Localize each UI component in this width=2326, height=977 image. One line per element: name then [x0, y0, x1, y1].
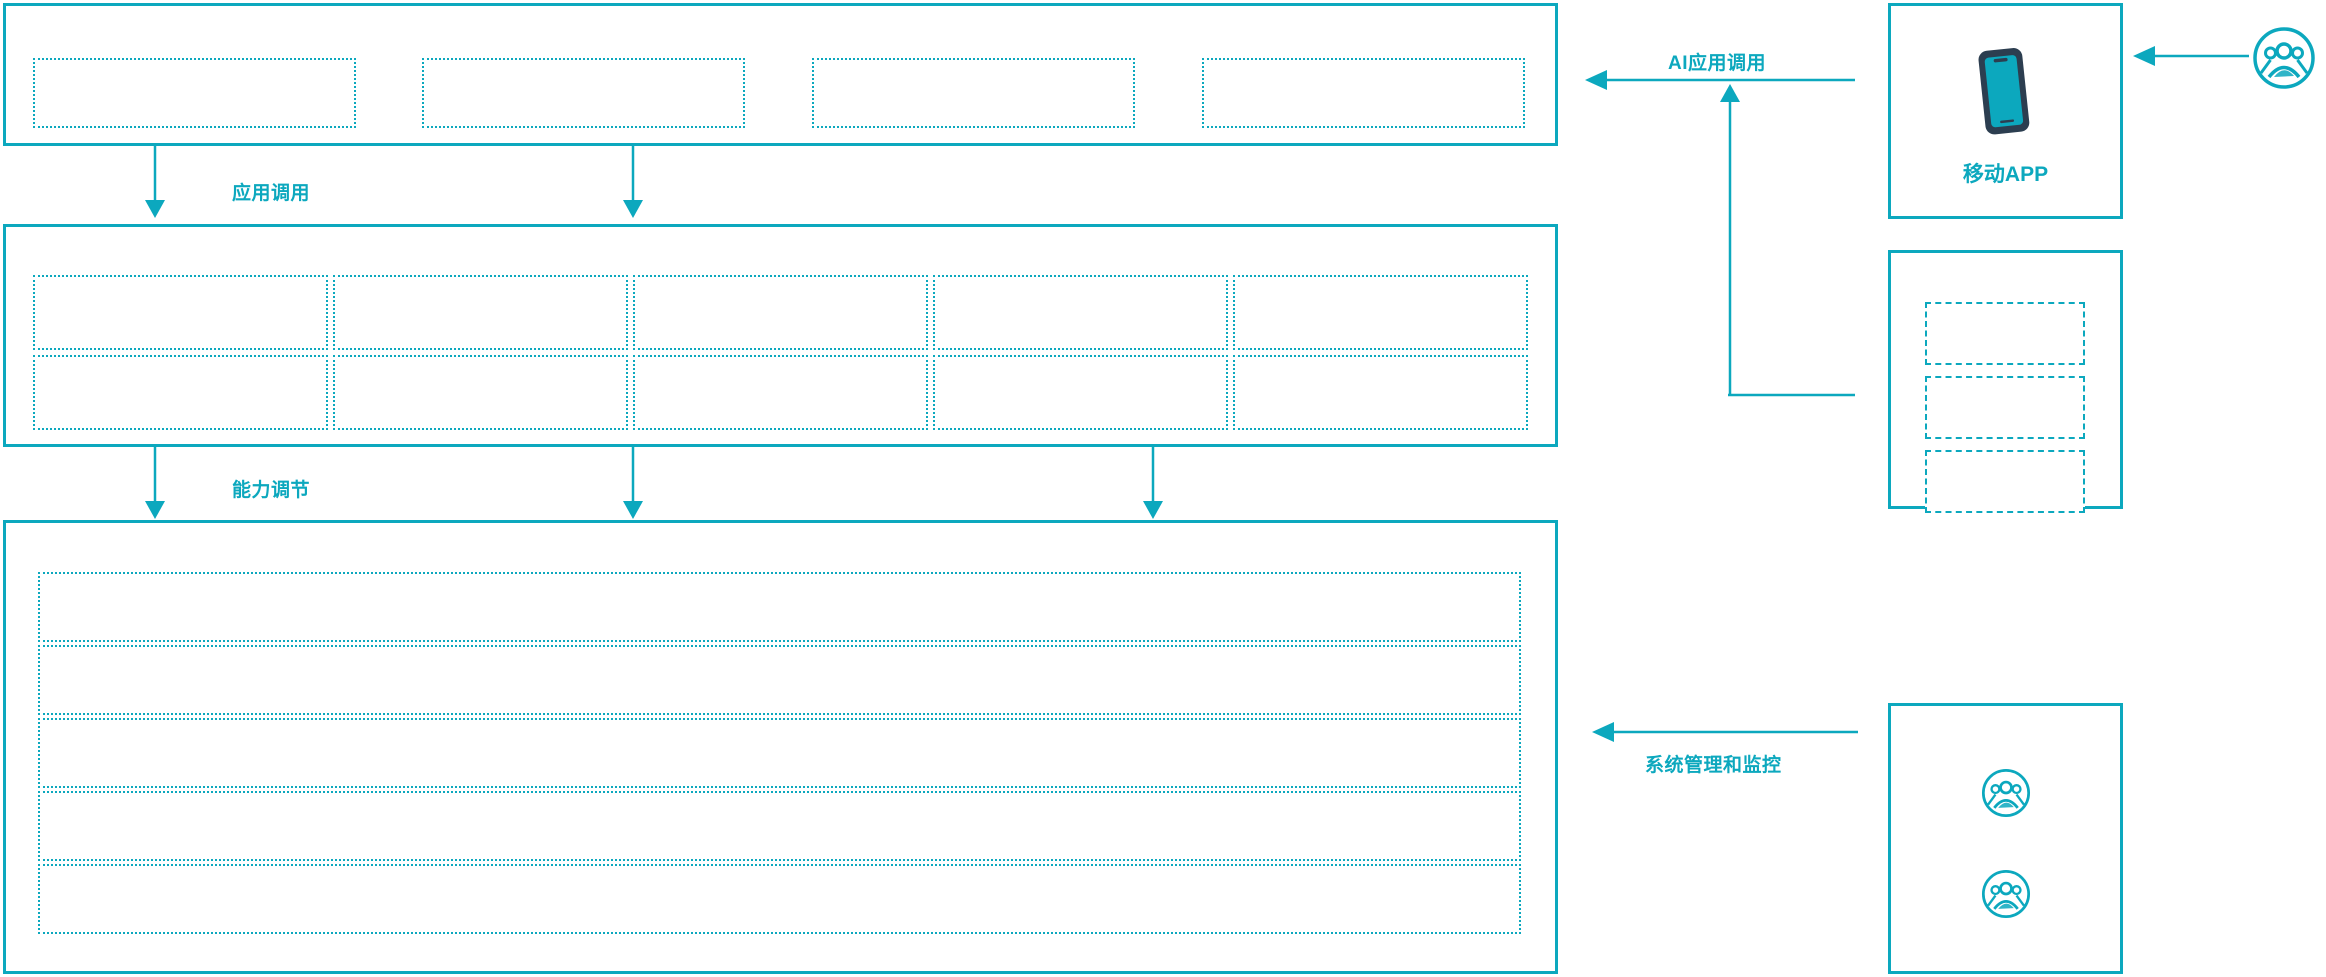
- ai-app-call-arrow: [1585, 70, 1855, 397]
- capability-cell-r1c3[interactable]: [633, 275, 928, 350]
- application-layer-cell-1[interactable]: [33, 58, 356, 128]
- admin-user-group-icon-1: [1981, 768, 2031, 823]
- application-layer-cell-2[interactable]: [422, 58, 745, 128]
- infrastructure-row-3[interactable]: [38, 718, 1521, 788]
- capability-cell-r2c5[interactable]: [1233, 355, 1528, 430]
- capability-cell-r2c4[interactable]: [933, 355, 1228, 430]
- application-layer-cell-4[interactable]: [1202, 58, 1525, 128]
- app-call-arrow-left: [145, 146, 165, 218]
- client-list-cell-3[interactable]: [1925, 450, 2085, 513]
- infrastructure-row-1[interactable]: [38, 572, 1521, 642]
- mobile-app-caption: 移动APP: [1962, 163, 2049, 186]
- capability-cell-r2c3[interactable]: [633, 355, 928, 430]
- capability-cell-r2c2[interactable]: [333, 355, 628, 430]
- system-management-label: 系统管理和监控: [1645, 755, 1782, 776]
- capability-adjust-label: 能力调节: [232, 480, 311, 501]
- capability-adjust-arrow-left: [145, 447, 165, 519]
- client-list-cell-1[interactable]: [1925, 302, 2085, 365]
- capability-cell-r1c2[interactable]: [333, 275, 628, 350]
- external-user-to-mobile-arrow: [2133, 46, 2249, 66]
- capability-cell-r1c1[interactable]: [33, 275, 328, 350]
- capability-adjust-arrow-right: [1143, 447, 1163, 519]
- capability-cell-r1c4[interactable]: [933, 275, 1228, 350]
- capability-cell-r2c1[interactable]: [33, 355, 328, 430]
- admin-users-box[interactable]: [1888, 703, 2123, 974]
- app-call-label: 应用调用: [232, 183, 311, 204]
- mobile-app-box[interactable]: 移动APP: [1888, 3, 2123, 219]
- mobile-phone-icon: [1975, 46, 2037, 143]
- capability-cell-r1c5[interactable]: [1233, 275, 1528, 350]
- system-management-arrow: [1592, 722, 1858, 742]
- application-layer-cell-3[interactable]: [812, 58, 1135, 128]
- app-call-arrow-right: [623, 146, 643, 218]
- infrastructure-row-5[interactable]: [38, 864, 1521, 934]
- infrastructure-row-4[interactable]: [38, 791, 1521, 861]
- capability-adjust-arrow-middle: [623, 447, 643, 519]
- admin-user-group-icon-2: [1981, 869, 2031, 924]
- ai-app-call-label: AI应用调用: [1668, 53, 1767, 74]
- external-user-group-icon: [2252, 26, 2316, 95]
- infrastructure-row-2[interactable]: [38, 645, 1521, 715]
- client-list-box[interactable]: [1888, 250, 2123, 513]
- client-list-cell-2[interactable]: [1925, 376, 2085, 439]
